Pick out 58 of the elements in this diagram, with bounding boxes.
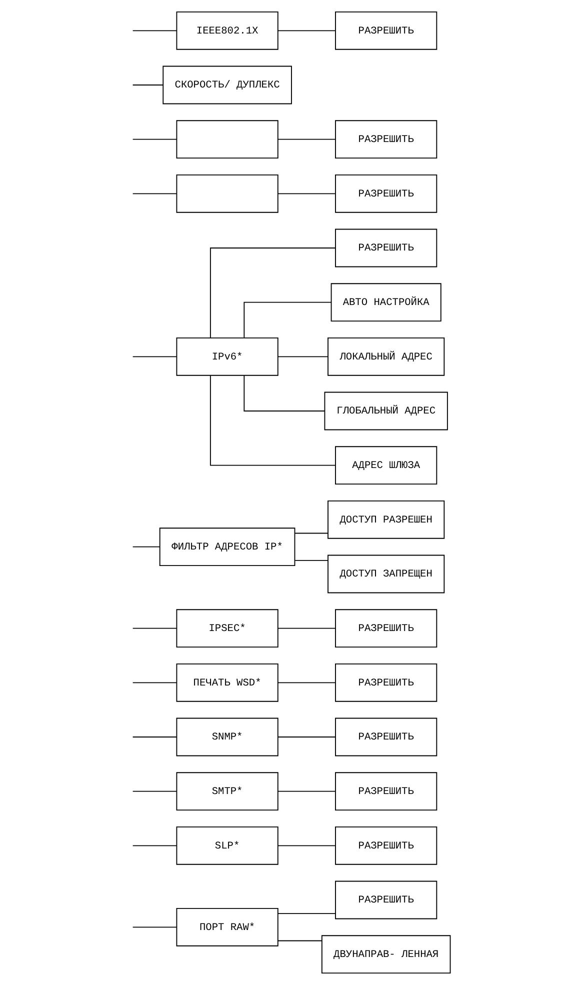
node-box: SNMP* <box>176 718 278 756</box>
connector <box>209 248 336 338</box>
node-box: СКОРОСТЬ/ ДУПЛЕКС <box>162 66 292 104</box>
node-box: АВТО НАСТРОЙКА <box>330 283 441 322</box>
node-box: РАЗРЕШИТЬ <box>334 11 437 50</box>
node-box: ДОСТУП РАЗРЕШЕН <box>327 500 444 539</box>
node-box: ПОРТ RAW* <box>176 908 278 946</box>
connector <box>132 193 176 194</box>
node-box: IEEE802.1X <box>176 11 278 50</box>
node-box: РАЗРЕШИТЬ <box>334 174 437 213</box>
connector <box>132 84 163 86</box>
connector <box>132 628 176 629</box>
connector <box>277 30 336 32</box>
node-box: ЛОКАЛЬНЫЙ АДРЕС <box>327 337 444 376</box>
connector <box>132 356 176 358</box>
node-box: РАЗРЕШИТЬ <box>334 609 437 648</box>
node-box: SMTP* <box>176 772 278 811</box>
connector <box>132 926 176 928</box>
connector <box>277 628 336 629</box>
connector <box>132 790 176 792</box>
connector <box>132 682 176 684</box>
connector <box>209 375 336 466</box>
node-box: ФИЛЬТР АДРЕСОВ IP* <box>158 528 295 566</box>
connector <box>277 736 336 738</box>
node-box: РАЗРЕШИТЬ <box>334 120 437 159</box>
connector <box>277 845 336 846</box>
node-box: РАЗРЕШИТЬ <box>334 663 437 702</box>
node-box: SLP* <box>176 826 278 865</box>
node-box: РАЗРЕШИТЬ <box>334 228 437 268</box>
connector <box>243 375 325 412</box>
connector <box>294 532 328 534</box>
node-box: РАЗРЕШИТЬ <box>334 718 437 756</box>
connector <box>132 736 176 738</box>
connector <box>132 546 160 548</box>
connector <box>132 30 176 32</box>
connector <box>277 790 336 792</box>
connector <box>277 193 336 194</box>
connector <box>294 560 328 561</box>
node-box: ГЛОБАЛЬНЫЙ АДРЕС <box>324 392 448 430</box>
connector <box>132 845 176 846</box>
node-box: IPSEC* <box>176 609 278 648</box>
node-box: IPv6* <box>176 337 278 376</box>
connector <box>277 682 336 684</box>
node-box <box>176 174 278 213</box>
node-box: АДРЕС ШЛЮЗА <box>334 446 437 485</box>
connector <box>277 940 322 942</box>
connector <box>243 302 332 338</box>
node-box: РАЗРЕШИТЬ <box>334 772 437 811</box>
connector <box>132 138 176 140</box>
node-box <box>176 120 278 159</box>
node-box: ДОСТУП ЗАПРЕЩЕН <box>327 554 444 594</box>
connector <box>277 356 328 358</box>
connector <box>277 138 336 140</box>
node-box: ПЕЧАТЬ WSD* <box>176 663 278 702</box>
node-box: РАЗРЕШИТЬ <box>334 880 437 920</box>
node-box: ДВУНАПРАВ- ЛЕННАЯ <box>320 935 450 974</box>
connector <box>277 913 336 914</box>
node-box: РАЗРЕШИТЬ <box>334 826 437 865</box>
